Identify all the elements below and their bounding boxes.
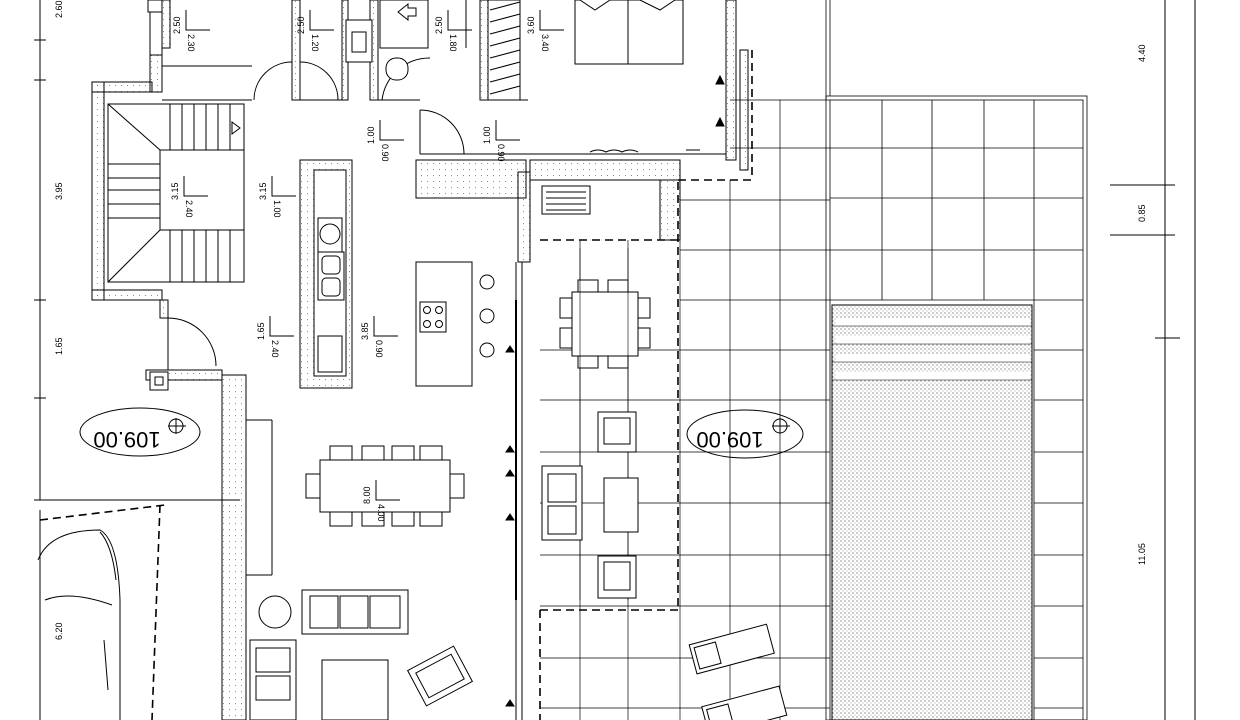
room-mark-width: 4.00 [376, 504, 386, 522]
room-mark-width: 1.20 [310, 34, 320, 52]
room-mark-height: 3.15 [170, 182, 180, 200]
car [37, 529, 121, 720]
room-mark-ticks [183, 10, 564, 501]
dim-left-top: 2.60 [54, 0, 64, 18]
room-mark-width: 2.40 [270, 340, 280, 358]
bathroom-fixtures [147, 0, 429, 81]
room-mark-width: 1.00 [272, 200, 282, 218]
dim-right-top: 4.40 [1137, 44, 1147, 62]
room-mark-height: 3.85 [360, 322, 370, 340]
room-mark-height: 3.15 [258, 182, 268, 200]
room-mark-height: 1.00 [366, 126, 376, 144]
closet [487, 0, 521, 101]
pool [831, 304, 1033, 720]
room-mark-width: 0.90 [380, 144, 390, 162]
bed [574, 0, 684, 65]
sliding-windows [149, 74, 725, 707]
living-room-furniture [249, 589, 474, 720]
room-mark-height: 1.65 [256, 322, 266, 340]
left-dimension-line [34, 0, 240, 720]
room-mark-width: 3.40 [540, 34, 550, 52]
sun-loungers [688, 623, 788, 720]
room-mark-height: 1.00 [482, 126, 492, 144]
room-mark-height: 3.60 [526, 16, 536, 34]
dim-right-mid: 0.85 [1137, 204, 1147, 222]
room-mark-width: 0.90 [374, 340, 384, 358]
room-mark-height: 2.50 [296, 16, 306, 34]
dim-left-mid: 1.65 [54, 337, 64, 355]
level-label-left: 109.00 [93, 427, 160, 452]
level-marker-left: 109.00 [79, 407, 201, 457]
kitchen-island [415, 261, 495, 387]
room-mark-width: 2.30 [186, 34, 196, 52]
room-mark-width: 0.90 [496, 144, 506, 162]
outdoor-lounge [541, 411, 639, 599]
room-mark-width: 2.40 [184, 200, 194, 218]
outdoor-dining [541, 185, 651, 600]
dining-table [305, 445, 465, 527]
level-label-right: 109.00 [696, 427, 763, 452]
room-mark-height: 8.00 [362, 486, 372, 504]
kitchen-counter [313, 169, 347, 377]
dim-left-stairs: 3.95 [54, 182, 64, 200]
dim-left-bottom: 6.20 [54, 622, 64, 640]
room-mark-height: 2.50 [172, 16, 182, 34]
covered-area-outline [39, 50, 753, 720]
level-marker-right: 109.00 [686, 409, 804, 459]
door-swings [167, 57, 465, 370]
room-mark-labels: 2.50 2.30 2.50 1.20 2.50 1.80 3.60 3.40 1.00 0.90… [170, 16, 550, 521]
room-mark-height: 2.50 [434, 16, 444, 34]
room-mark-width: 1.80 [448, 34, 458, 52]
dim-right-bottom: 11.05 [1137, 543, 1147, 565]
staircase [107, 103, 245, 283]
terrace-tile-grid [825, 0, 1088, 720]
right-dimension-line [1110, 0, 1196, 720]
